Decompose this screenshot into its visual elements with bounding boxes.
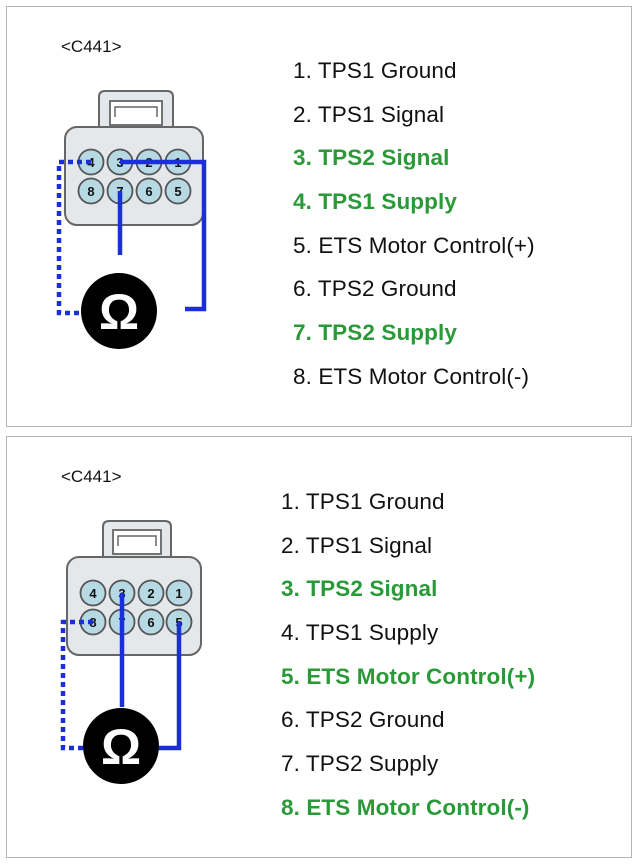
pin-item: 5. ETS Motor Control(+): [293, 232, 535, 258]
pin-item: 2. TPS1 Signal: [293, 101, 445, 127]
svg-text:4: 4: [89, 586, 97, 601]
svg-text:5: 5: [174, 184, 181, 199]
svg-text:1: 1: [175, 586, 182, 601]
connector-label: <C441>: [61, 37, 122, 56]
connector-latch: [98, 90, 174, 128]
pin-item: 3. TPS2 Signal: [281, 576, 438, 602]
svg-text:Ω: Ω: [101, 719, 141, 775]
connector-pin: 5: [164, 177, 192, 205]
pin-item: 3. TPS2 Signal: [293, 145, 450, 171]
svg-text:2: 2: [147, 586, 154, 601]
pin-item: 6. TPS2 Ground: [281, 707, 445, 733]
connector-body: [64, 126, 204, 226]
pin-item: 4. TPS1 Supply: [281, 620, 439, 646]
connector-label: <C441>: [61, 467, 122, 486]
connector-pin: 4: [79, 579, 107, 607]
pin-item: 4. TPS1 Supply: [293, 189, 457, 215]
pin-item: 8. ETS Motor Control(-): [293, 363, 530, 389]
pin-item: 7. TPS2 Supply: [293, 320, 457, 346]
connector-pin: 2: [137, 579, 165, 607]
svg-text:4: 4: [87, 155, 95, 170]
connector-diagram: 4 3 2 1 8 7 6 5 Ω: [56, 90, 207, 349]
connector-pin: 6: [135, 177, 163, 205]
pin-item: 6. TPS2 Ground: [293, 276, 457, 302]
svg-text:6: 6: [145, 184, 152, 199]
svg-text:8: 8: [87, 184, 94, 199]
connector-pin: 1: [165, 579, 193, 607]
svg-text:6: 6: [147, 615, 154, 630]
probe-wire-solid: [120, 159, 207, 312]
pin-item: 1. TPS1 Ground: [281, 489, 445, 514]
connector-pin: 8: [77, 177, 105, 205]
connector-diagram: 4 3 2 1 8 7 6 5 Ω: [60, 520, 202, 784]
diagram-panel-1: 4 3 2 1 8 7 6 5 Ω <C441> 1. TPS1 Ground …: [6, 6, 632, 427]
connector-latch: [102, 520, 172, 558]
ohmmeter-icon: Ω: [81, 273, 157, 349]
svg-text:Ω: Ω: [99, 284, 139, 340]
pin-item: 1. TPS1 Ground: [293, 58, 457, 83]
pin-list: 1. TPS1 Ground 2. TPS1 Signal 3. TPS2 Si…: [281, 487, 535, 837]
pin-item: 8. ETS Motor Control(-): [281, 794, 530, 820]
ohmmeter-icon: Ω: [83, 708, 159, 784]
probe-wire-dotted: [60, 619, 93, 751]
probe-wire-solid: [157, 622, 182, 751]
pin-item: 5. ETS Motor Control(+): [281, 663, 536, 689]
diagram-panel-2: 4 3 2 1 8 7 6 5 Ω <C441> 1. TPS1 Ground …: [6, 436, 632, 858]
pin-item: 7. TPS2 Supply: [281, 751, 439, 777]
pin-item: 2. TPS1 Signal: [281, 532, 433, 558]
pin-list: 1. TPS1 Ground 2. TPS1 Signal 3. TPS2 Si…: [293, 56, 535, 406]
connector-pin: 6: [137, 608, 165, 636]
